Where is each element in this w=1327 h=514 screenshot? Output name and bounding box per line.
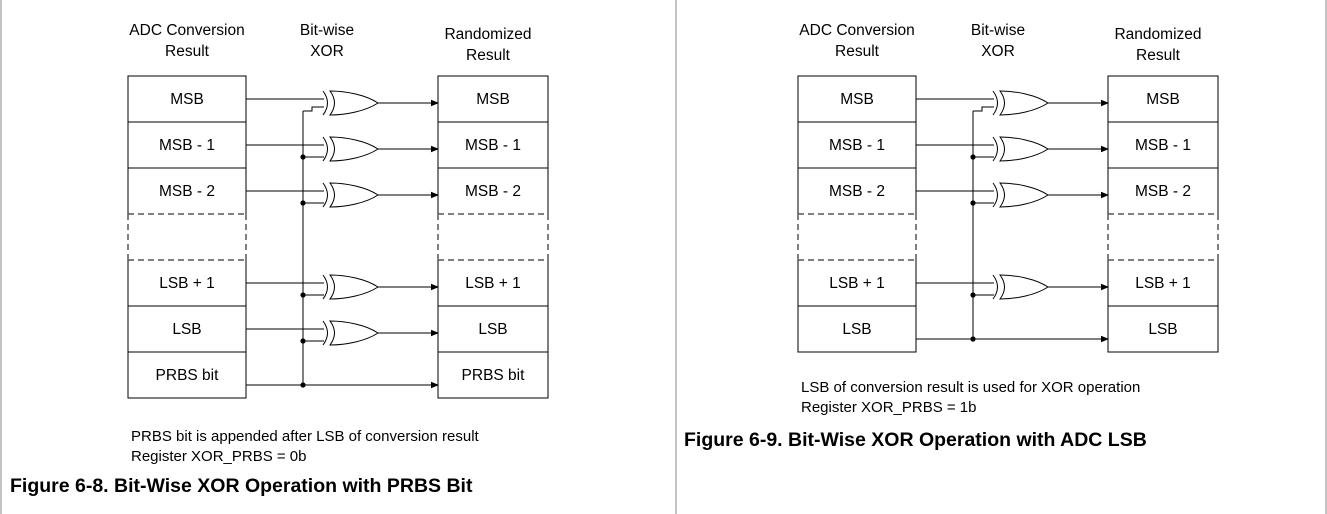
adc-result-register: MSB MSB - 1 MSB - 2 LSB + 1 LSB bbox=[797, 75, 917, 353]
randomized-cell-msb-1: MSB - 1 bbox=[465, 137, 521, 154]
xor-gate bbox=[322, 274, 379, 300]
xor-gate-row-msb bbox=[916, 90, 1109, 116]
xor-header-line-2: XOR bbox=[310, 43, 344, 60]
adc-cell-msb-2: MSB - 2 bbox=[829, 183, 885, 200]
figure-6-9-caption: Figure 6-9. Bit-Wise XOR Operation with … bbox=[684, 429, 1147, 451]
randomized-cell-lsb: LSB bbox=[1148, 321, 1177, 338]
figure-6-8: ADC Conversion Result Bit-wise XOR Rando… bbox=[10, 22, 549, 497]
adc-result-register: MSB MSB - 1 MSB - 2 LSB + 1 LSB PRBS bit bbox=[127, 75, 247, 399]
xor-gate-row-msb-2 bbox=[246, 182, 439, 208]
xor-gate bbox=[322, 182, 379, 208]
xor-gate bbox=[992, 182, 1049, 208]
xor-header-line-1: Bit-wise bbox=[300, 22, 354, 39]
adc-header-line-2: Result bbox=[165, 43, 210, 60]
adc-header-line-2: Result bbox=[835, 43, 880, 60]
figure-6-9: ADC Conversion Result Bit-wise XOR Rando… bbox=[684, 22, 1219, 451]
adc-cell-msb-2: MSB - 2 bbox=[159, 183, 215, 200]
xor-header-line-2: XOR bbox=[981, 43, 1015, 60]
randomized-cell-lsb-plus-1: LSB + 1 bbox=[465, 275, 521, 292]
adc-header-line-1: ADC Conversion bbox=[799, 22, 914, 39]
xor-gate bbox=[992, 136, 1049, 162]
xor-gate-row-msb-1 bbox=[246, 136, 439, 162]
adc-cell-msb: MSB bbox=[170, 91, 204, 108]
randomized-cell-msb-1: MSB - 1 bbox=[1135, 137, 1191, 154]
xor-gate bbox=[322, 90, 379, 116]
xor-gate bbox=[992, 274, 1049, 300]
randomized-cell-msb: MSB bbox=[1146, 91, 1180, 108]
randomized-header-line-2: Result bbox=[1136, 47, 1181, 64]
adc-cell-prbs-bit: PRBS bit bbox=[156, 367, 220, 384]
adc-header-line-1: ADC Conversion bbox=[129, 22, 244, 39]
randomized-result-register: MSB MSB - 1 MSB - 2 LSB + 1 LSB bbox=[1107, 75, 1219, 353]
randomized-cell-msb-2: MSB - 2 bbox=[1135, 183, 1191, 200]
randomized-result-register: MSB MSB - 1 MSB - 2 LSB + 1 LSB PRBS bit bbox=[437, 75, 549, 399]
xor-gate bbox=[322, 136, 379, 162]
figure-6-8-caption: Figure 6-8. Bit-Wise XOR Operation with … bbox=[10, 475, 473, 497]
randomized-cell-msb-2: MSB - 2 bbox=[465, 183, 521, 200]
adc-cell-lsb-plus-1: LSB + 1 bbox=[829, 275, 885, 292]
randomized-cell-lsb-plus-1: LSB + 1 bbox=[1135, 275, 1191, 292]
figure-6-8-note-line-1: PRBS bit is appended after LSB of conver… bbox=[131, 428, 480, 445]
randomized-cell-prbs-bit: PRBS bit bbox=[462, 367, 526, 384]
lsb-row bbox=[916, 335, 1109, 343]
randomized-header-line-2: Result bbox=[466, 47, 511, 64]
xor-gate-row-msb-1 bbox=[916, 136, 1109, 162]
adc-cell-msb: MSB bbox=[840, 91, 874, 108]
xor-gate-row-lsb bbox=[246, 320, 439, 346]
figure-6-9-note-line-1: LSB of conversion result is used for XOR… bbox=[801, 379, 1140, 396]
xor-gate-row-lsb-plus-1 bbox=[246, 274, 439, 300]
prbs-bit-row bbox=[246, 381, 439, 389]
xor-gate-row-msb bbox=[246, 90, 439, 116]
figure-6-8-note-line-2: Register XOR_PRBS = 0b bbox=[131, 448, 307, 465]
xor-gate bbox=[992, 90, 1049, 116]
adc-register-outline bbox=[127, 75, 247, 399]
randomized-cell-lsb: LSB bbox=[478, 321, 507, 338]
randomized-cell-msb: MSB bbox=[476, 91, 510, 108]
adc-cell-msb-1: MSB - 1 bbox=[829, 137, 885, 154]
figure-6-9-note-line-2: Register XOR_PRBS = 1b bbox=[801, 399, 977, 416]
xor-gate-row-lsb-plus-1 bbox=[916, 274, 1109, 300]
randomized-header-line-1: Randomized bbox=[1114, 26, 1201, 43]
xor-gate bbox=[322, 320, 379, 346]
randomized-register-outline bbox=[437, 75, 549, 399]
adc-cell-lsb: LSB bbox=[842, 321, 871, 338]
adc-cell-lsb-plus-1: LSB + 1 bbox=[159, 275, 215, 292]
xor-gate-row-msb-2 bbox=[916, 182, 1109, 208]
adc-cell-lsb: LSB bbox=[172, 321, 201, 338]
randomized-header-line-1: Randomized bbox=[444, 26, 531, 43]
xor-header-line-1: Bit-wise bbox=[971, 22, 1025, 39]
adc-cell-msb-1: MSB - 1 bbox=[159, 137, 215, 154]
